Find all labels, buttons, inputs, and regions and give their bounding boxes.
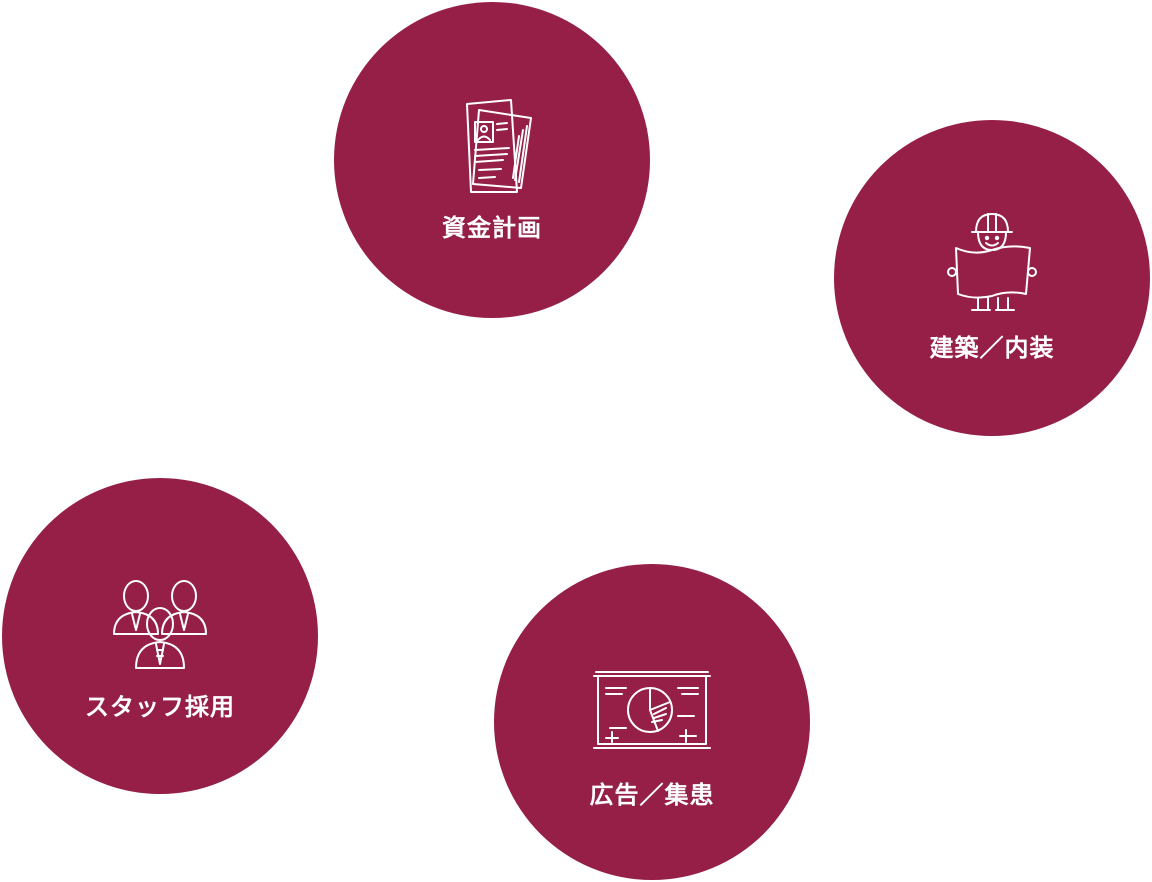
staff-group-icon xyxy=(110,578,210,674)
service-label: 建築／内装 xyxy=(929,334,1055,362)
service-finance-circle[interactable]: 資金計画 xyxy=(334,2,650,318)
document-icon xyxy=(447,96,537,193)
service-staff-circle[interactable]: スタッフ採用 xyxy=(2,478,318,794)
service-label: 広告／集患 xyxy=(589,781,715,809)
presentation-chart-icon xyxy=(592,666,712,752)
service-advertising-circle[interactable]: 広告／集患 xyxy=(494,564,810,880)
service-label: 資金計画 xyxy=(442,214,542,242)
service-label: スタッフ採用 xyxy=(85,693,235,721)
construction-worker-icon xyxy=(944,210,1040,314)
service-construction-circle[interactable]: 建築／内装 xyxy=(834,120,1150,436)
